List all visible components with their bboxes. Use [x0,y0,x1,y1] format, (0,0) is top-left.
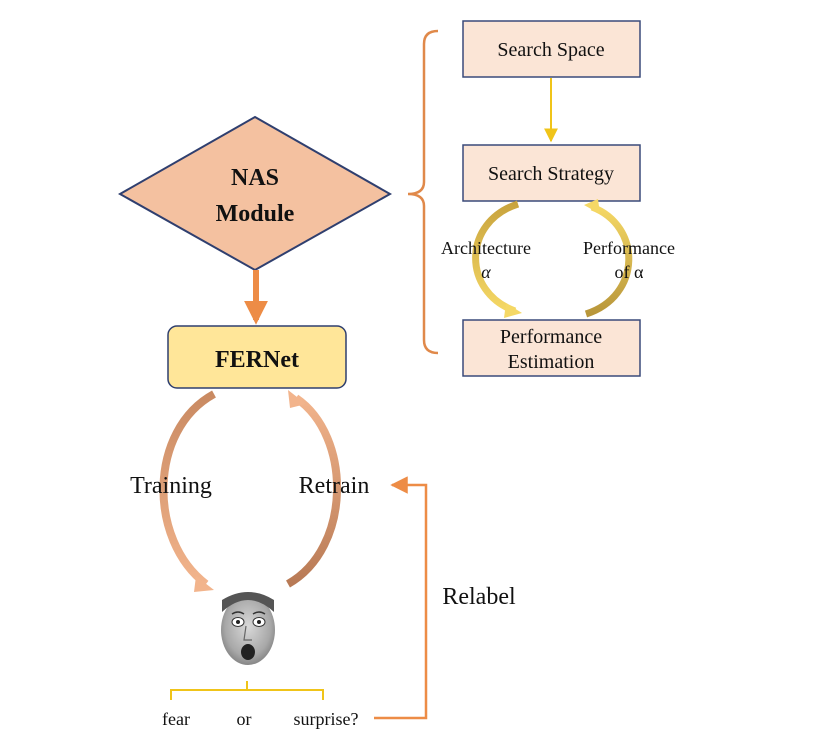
label-brace [170,689,324,700]
fernet-box: FERNet [167,325,347,389]
training-label: Training [130,473,212,499]
fernet-label: FERNet [215,347,299,373]
label-option-surprise: surprise? [294,709,359,729]
retrain-label: Retrain [299,473,370,499]
architecture-label: Architecture [441,238,531,258]
nas-brace [407,29,439,355]
performance-estimation-label-line1: Performance [500,326,602,348]
architecture-symbol: α [481,262,491,282]
relabel-label: Relabel [442,584,516,610]
architecture-curve-arrow [472,200,520,315]
performance-estimation-label-line2: Estimation [508,351,595,373]
surprised-face-image [213,591,283,665]
nas-module-label-line1: NAS [231,165,279,191]
search-strategy-label: Search Strategy [488,163,614,185]
search-space-box: Search Space [462,20,641,78]
performance-estimation-box: Performance Estimation [462,319,641,377]
label-connector-or: or [237,709,252,729]
performance-arrowhead-icon [584,199,600,214]
nas-module-diamond: NAS Module [117,115,393,272]
performance-curve-arrow [584,203,633,318]
search-space-label: Search Space [497,39,604,61]
retrain-arrowhead-icon [288,390,306,408]
training-curve-arrow [159,390,216,588]
search-strategy-box: Search Strategy [462,144,641,202]
label-option-fear: fear [162,709,190,729]
retrain-curve-arrow [285,394,341,588]
relabel-arrow [374,476,428,720]
performance-of-alpha-label: of α [615,262,644,282]
performance-label: Performance [583,238,675,258]
architecture-arrowhead-icon [504,303,522,318]
training-arrowhead-icon [194,576,214,592]
nas-module-label-line2: Module [216,201,295,227]
